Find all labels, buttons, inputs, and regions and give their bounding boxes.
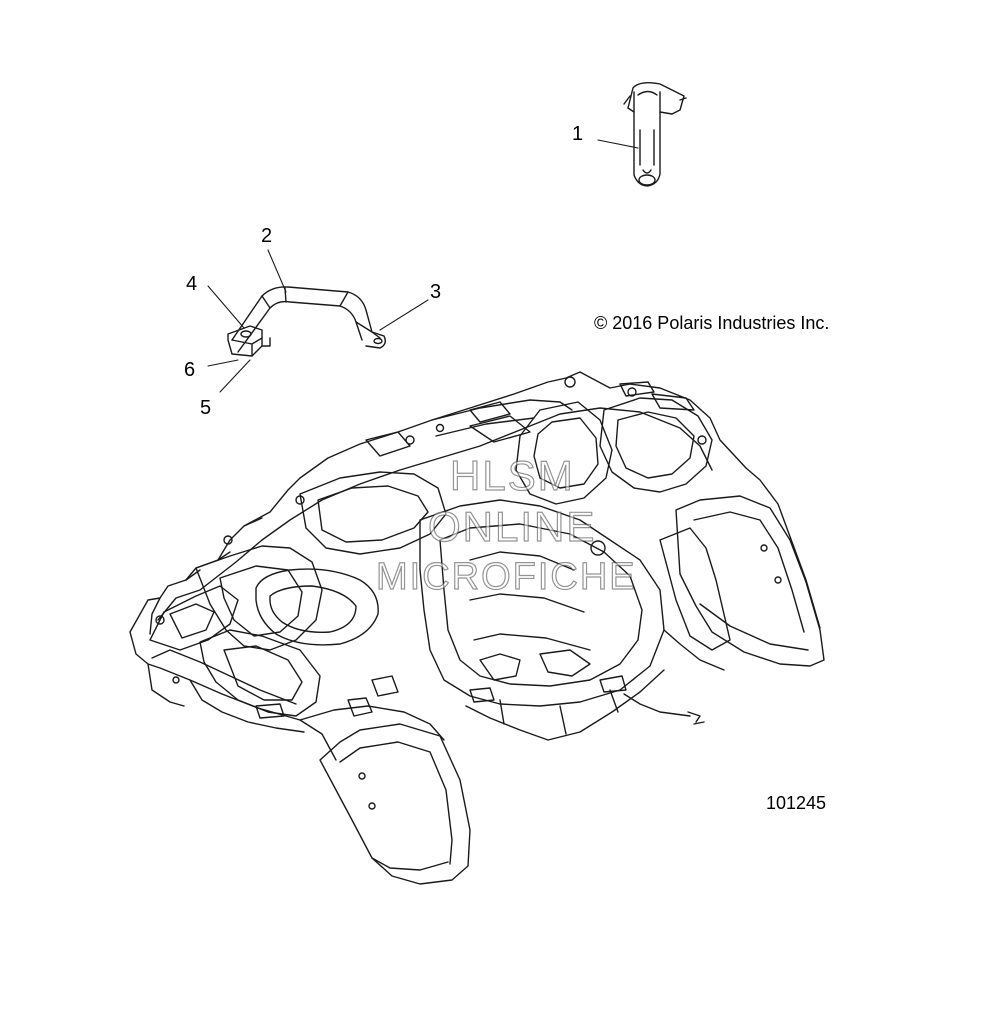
watermark-line-3: MICROFICHE (375, 555, 637, 598)
callout-5: 5 (200, 397, 212, 419)
callout-2: 2 (261, 225, 273, 247)
figure-number: 101245 (766, 793, 827, 813)
rear-rack-body (129, 371, 825, 885)
part-1-grab-handle (623, 81, 687, 187)
part-4-6-mount-block (227, 325, 271, 357)
callout-3: 3 (430, 281, 442, 303)
watermark-line-2: ONLINE (427, 502, 597, 550)
callout-6: 6 (184, 359, 196, 381)
copyright-notice: © 2016 Polaris Industries Inc. (594, 313, 830, 333)
watermark-line-1: HLSM (449, 451, 575, 499)
part-2-strap-handle (231, 286, 387, 353)
callout-4: 4 (186, 273, 198, 295)
leader-lines (207, 139, 639, 393)
callout-1: 1 (572, 123, 584, 145)
